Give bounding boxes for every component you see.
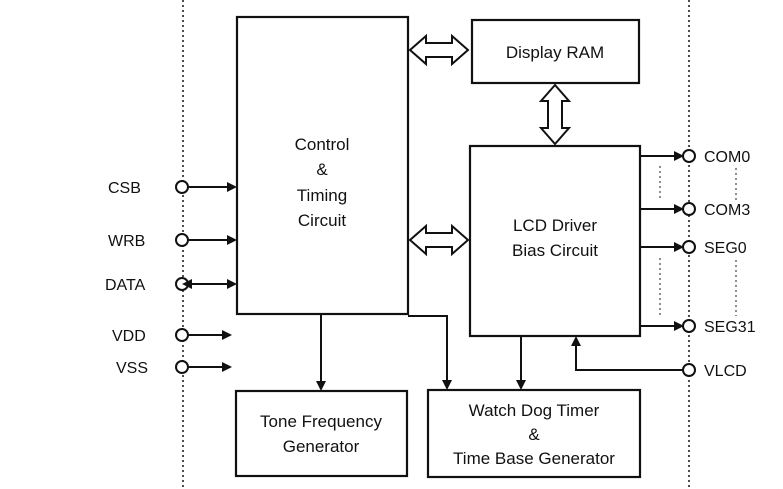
pin-com3-circle <box>682 202 696 216</box>
pin-com0-circle <box>682 149 696 163</box>
watchdog-label-1: Watch Dog Timer <box>469 401 600 420</box>
pin-data: DATA <box>105 277 237 294</box>
tone-label-1: Tone Frequency <box>260 412 382 431</box>
pin-vlcd-label: VLCD <box>704 363 747 380</box>
pin-com3: COM3 <box>640 202 750 219</box>
tone-label-2: Generator <box>283 437 360 456</box>
display-ram-label: Display RAM <box>506 43 604 62</box>
pin-vss-label: VSS <box>116 360 148 377</box>
lcd-driver-block: LCD Driver Bias Circuit <box>468 144 642 338</box>
pin-wrb-circle <box>175 233 189 247</box>
pin-vss: VSS <box>116 360 232 377</box>
control-label-1: Control <box>295 135 350 154</box>
pin-data-circle <box>175 277 189 291</box>
watchdog-block: Watch Dog Timer & Time Base Generator <box>426 388 642 479</box>
pin-csb-label: CSB <box>108 180 141 197</box>
control-label-3: Timing <box>297 186 347 205</box>
pin-seg31: SEG31 <box>640 319 756 336</box>
pin-seg31-circle <box>682 319 696 333</box>
watchdog-label-2: & <box>528 425 540 444</box>
control-timing-block: Control & Timing Circuit <box>235 15 410 316</box>
pin-vdd: VDD <box>112 328 232 345</box>
pin-vlcd-circle <box>682 363 696 377</box>
pin-seg31-label: SEG31 <box>704 319 756 336</box>
pin-seg0: SEG0 <box>640 240 747 257</box>
pin-vss-circle <box>175 360 189 374</box>
pin-com3-label: COM3 <box>704 202 750 219</box>
pin-com0-label: COM0 <box>704 149 750 166</box>
pin-csb-circle <box>175 180 189 194</box>
control-label-2: & <box>316 160 328 179</box>
pin-wrb-label: WRB <box>108 233 145 250</box>
pin-seg0-circle <box>682 240 696 254</box>
tone-generator-block: Tone Frequency Generator <box>234 389 409 478</box>
pin-vlcd: VLCD <box>682 363 747 380</box>
lcd-driver-label-1: LCD Driver <box>513 216 597 235</box>
watchdog-label-3: Time Base Generator <box>453 449 615 468</box>
arrow-control-to-watchdog <box>408 315 452 390</box>
display-ram-block: Display RAM <box>470 18 641 85</box>
bus-arrow-control-lcd <box>408 223 470 257</box>
pin-data-label: DATA <box>105 277 146 294</box>
lcd-driver-label-2: Bias Circuit <box>512 241 598 260</box>
pin-csb: CSB <box>108 180 237 197</box>
bus-arrow-ram-lcd <box>538 83 572 146</box>
pin-vdd-label: VDD <box>112 328 146 345</box>
arrow-vlcd-to-lcd <box>571 336 684 371</box>
pin-com0: COM0 <box>640 149 750 166</box>
pin-wrb: WRB <box>108 233 237 250</box>
bus-arrow-control-ram <box>408 33 470 67</box>
pin-vdd-circle <box>175 328 189 342</box>
control-label-4: Circuit <box>298 211 346 230</box>
pin-seg0-label: SEG0 <box>704 240 747 257</box>
